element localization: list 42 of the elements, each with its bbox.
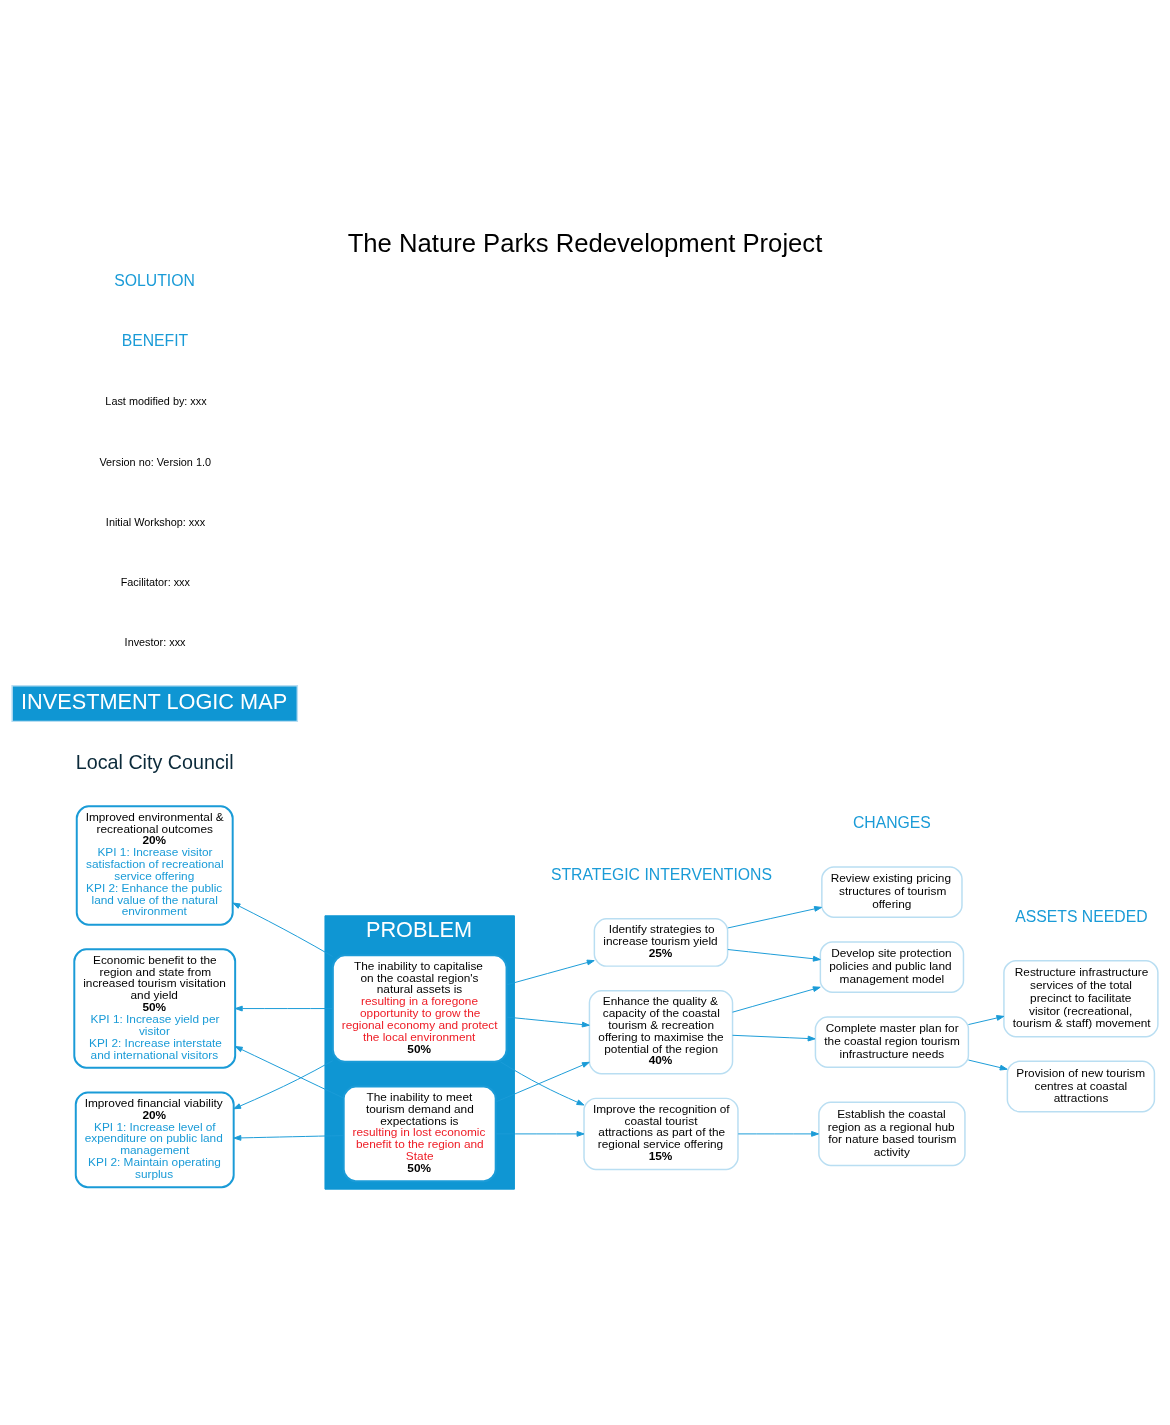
arrow [495,1131,585,1137]
label: SOLUTION [114,271,195,289]
label: Local City Council [75,750,234,773]
label: Last modified by: xxx [105,395,207,408]
label: Initial Workshop: xxx [105,515,206,528]
diagram-title: The Nature Parks Redevelopment Project [347,229,823,258]
node-box: Restructure infrastructure services of the total precinct to facilitate visitor (recreational, tourism & staff) movement [1003,959,1159,1038]
label: INVESTMENT LOGIC MAP [21,689,288,715]
label: Version no: Version 1.0 [99,455,211,468]
arrow [727,906,822,929]
node-box: Review existing pricing structures of tourism offering [821,866,963,918]
node-box: Improved environmental & recreational outcomes 20% KPI 1: Increase visitor satisfaction of recreational service offering KPI 2: Enhance the public land value of the natural environment [75,805,234,926]
arrow [233,1135,344,1141]
label: Investor: xxx [124,636,186,649]
node-box: Complete master plan for the coastal region tourism infrastructure needs [814,1016,970,1068]
node-box: Establish the coastal region as a regional hub for nature based tourism activity [818,1101,966,1167]
arrow [506,1016,590,1028]
arrow [233,1060,334,1110]
arrow [732,1034,816,1042]
node-box: Enhance the quality & capacity of the coastal tourism & recreation offering to maximise the potential of the region 40% [588,990,734,1075]
node-box: Provision of new tourism centres at coastal attractions [1006,1060,1156,1113]
arrow [737,1131,819,1137]
node-box: The inability to meet tourism demand and expectations is resulting in lost economic benefit to the region and State 50% [342,1085,497,1183]
node-box: Develop site protection policies and public land management model [819,941,965,993]
label: Facilitator: xxx [120,575,190,588]
label: ASSETS NEEDED [1015,907,1148,925]
arrow [727,949,821,962]
arrow [967,1015,1005,1026]
arrow [506,959,595,986]
node-box: Identify strategies to increase tourism yield 25% [593,918,729,967]
arrow [732,986,821,1013]
arrow [967,1059,1008,1071]
node-box: Improved financial viability 20% KPI 1: Increase level of expenditure on public land management KPI 2: Maintain operating surplus [74,1091,235,1189]
label: BENEFIT [121,332,189,350]
arrow [234,1005,333,1012]
node-box: Improve the recognition of coastal tourist attractions as part of the regional service offering 15% [583,1097,739,1171]
arrow [234,1046,344,1099]
node-box: The inability to capitalise on the coastal region's natural assets is resulting in a foregone opportunity to grow the regional economy and protect the local environment 50% [331,954,508,1063]
node-box: Economic benefit to the region and state from increased tourism visitation and yield 50% KPI 1: Increase yield per visitor KPI 2: Increase interstate and international visitors [73,948,237,1069]
arrow [232,902,334,957]
label: CHANGES [852,813,931,831]
label: STRATEGIC INTERVENTIONS [550,866,772,884]
